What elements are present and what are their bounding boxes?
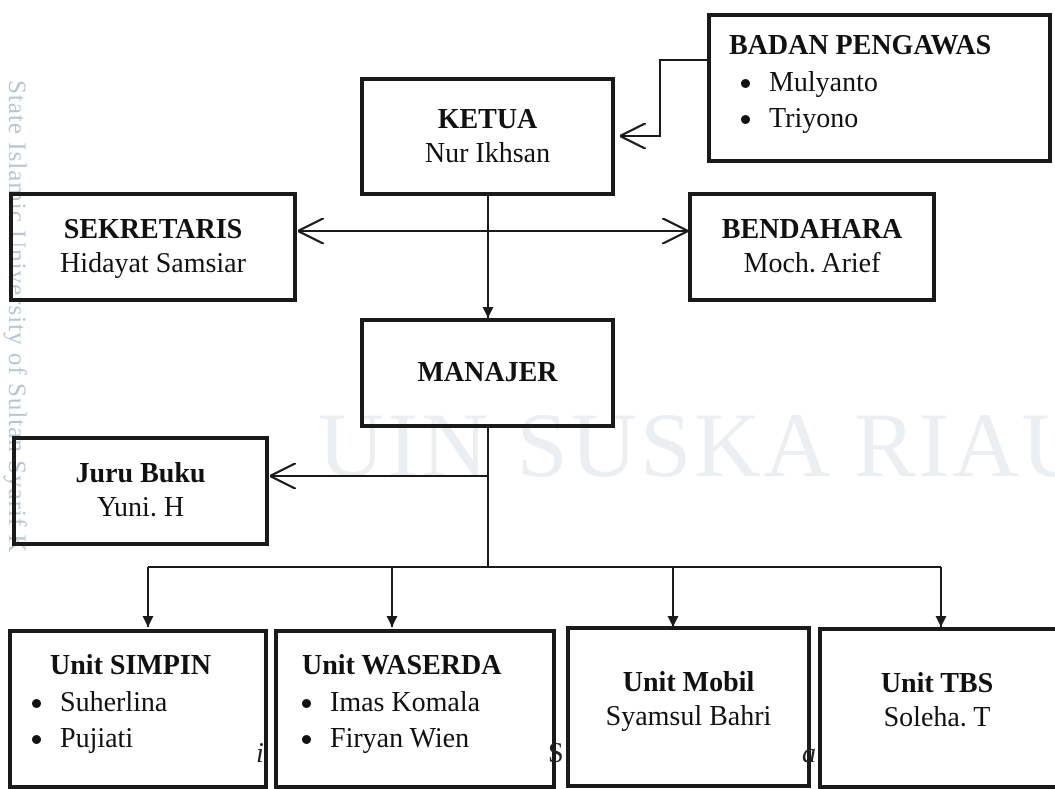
stray-glyph: S xyxy=(548,738,564,769)
member-item: Suherlina xyxy=(20,685,264,721)
ketua-box: KETUA Nur Ikhsan xyxy=(360,77,615,196)
unit-tbs-name: Soleha. T xyxy=(883,702,991,733)
sekretaris-name: Hidayat Samsiar xyxy=(60,248,246,279)
badan-pengawas-title: BADAN PENGAWAS xyxy=(729,30,992,61)
member-item: Triyono xyxy=(729,101,1048,137)
bendahara-name: Moch. Arief xyxy=(743,248,881,279)
unit-waserda-members: Imas Komala Firyan Wien xyxy=(290,685,552,757)
juru-buku-name: Yuni. H xyxy=(96,492,185,523)
unit-tbs-title: Unit TBS xyxy=(880,668,994,699)
unit-mobil-title: Unit Mobil xyxy=(622,667,755,698)
side-watermark: State Islamic University of Sultan Syari… xyxy=(3,80,30,554)
juru-buku-title: Juru Buku xyxy=(75,458,206,489)
unit-simpin-title: Unit SIMPIN xyxy=(50,650,212,681)
juru-buku-box: Juru Buku Yuni. H xyxy=(12,436,269,546)
unit-mobil-name: Syamsul Bahri xyxy=(605,701,772,732)
member-item: Mulyanto xyxy=(729,65,1048,101)
stray-glyph: i xyxy=(256,738,264,769)
bendahara-box: BENDAHARA Moch. Arief xyxy=(688,192,936,302)
member-item: Imas Komala xyxy=(290,685,552,721)
unit-tbs-box: Unit TBS Soleha. T xyxy=(818,627,1055,789)
sekretaris-box: SEKRETARIS Hidayat Samsiar xyxy=(9,192,297,302)
manajer-box: MANAJER xyxy=(360,318,615,428)
unit-mobil-box: Unit Mobil Syamsul Bahri xyxy=(566,626,811,788)
badan-pengawas-box: BADAN PENGAWAS Mulyanto Triyono xyxy=(707,13,1052,163)
stray-glyph: a xyxy=(802,738,816,769)
member-item: Firyan Wien xyxy=(290,721,552,757)
manajer-title: MANAJER xyxy=(417,357,558,388)
unit-simpin-box: Unit SIMPIN Suherlina Pujiati xyxy=(8,629,268,789)
unit-waserda-box: Unit WASERDA Imas Komala Firyan Wien xyxy=(274,629,556,789)
unit-waserda-title: Unit WASERDA xyxy=(302,650,502,681)
unit-simpin-members: Suherlina Pujiati xyxy=(20,685,264,757)
pengawas-connector xyxy=(620,59,709,136)
ketua-title: KETUA xyxy=(437,103,538,135)
member-item: Pujiati xyxy=(20,721,264,757)
badan-pengawas-members: Mulyanto Triyono xyxy=(729,65,1048,137)
bendahara-title: BENDAHARA xyxy=(721,214,903,245)
ketua-name: Nur Ikhsan xyxy=(424,137,551,169)
sekretaris-title: SEKRETARIS xyxy=(63,214,243,245)
